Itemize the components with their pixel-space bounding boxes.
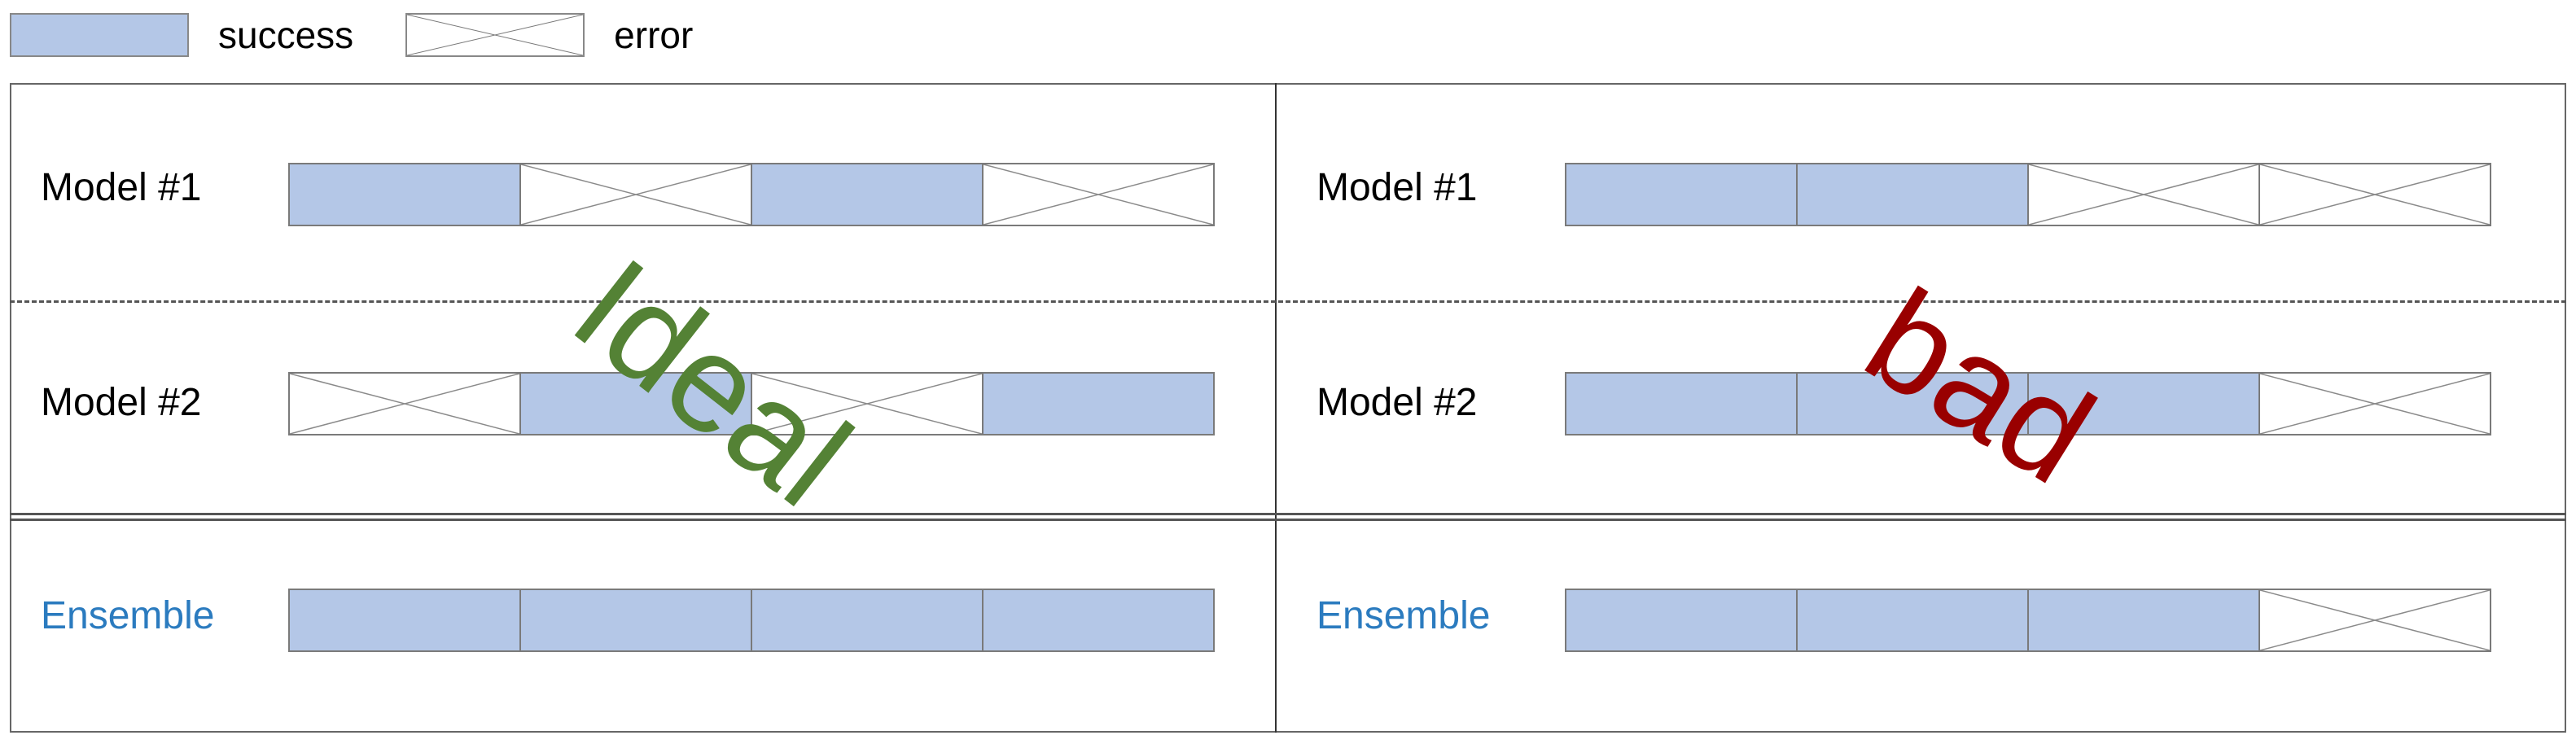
error-cross-icon (290, 374, 519, 434)
success-cell (982, 372, 1215, 435)
ensemble-divider (10, 513, 2566, 521)
error-cross-icon (2260, 164, 2490, 225)
error-cross-icon (2260, 590, 2490, 650)
left-model1-bar (288, 163, 1215, 226)
error-cross-icon (2029, 164, 2258, 225)
error-cross-icon (2260, 374, 2490, 434)
panel-divider (1275, 83, 1277, 733)
legend: success error (10, 11, 693, 59)
left-model2-label: Model #2 (41, 381, 202, 424)
success-cell (1796, 589, 2029, 652)
success-cell (1565, 163, 1798, 226)
legend-error-swatch (405, 13, 585, 57)
success-cell (1796, 372, 2029, 435)
error-cross-icon (752, 374, 982, 434)
success-cell (1565, 589, 1798, 652)
left-model2-bar (288, 372, 1215, 435)
error-cell (2258, 163, 2491, 226)
right-model2-label: Model #2 (1316, 381, 1478, 424)
model-row-divider (10, 300, 2566, 303)
left-model1-label: Model #1 (41, 166, 202, 209)
right-ensemble-label: Ensemble (1316, 594, 1491, 637)
success-cell (288, 163, 521, 226)
right-model1-bar (1565, 163, 2491, 226)
diagram-frame (10, 83, 2566, 733)
error-cell (519, 163, 752, 226)
error-cell (2027, 163, 2260, 226)
error-cell (982, 163, 1215, 226)
right-model2-bar (1565, 372, 2491, 435)
error-cell (2258, 589, 2491, 652)
success-cell (288, 589, 521, 652)
legend-error-label: error (614, 14, 694, 56)
success-cell (982, 589, 1215, 652)
legend-success-swatch (10, 13, 189, 57)
success-cell (519, 372, 752, 435)
error-cross-icon (521, 164, 751, 225)
error-cell (288, 372, 521, 435)
success-cell (751, 589, 984, 652)
success-cell (1796, 163, 2029, 226)
left-ensemble-label: Ensemble (41, 594, 215, 637)
success-cell (751, 163, 984, 226)
success-cell (519, 589, 752, 652)
right-model1-label: Model #1 (1316, 166, 1478, 209)
legend-success-label: success (218, 14, 354, 56)
success-cell (2027, 589, 2260, 652)
error-cross-icon (984, 164, 1213, 225)
left-ensemble-bar (288, 589, 1215, 652)
error-cell (751, 372, 984, 435)
error-cell (2258, 372, 2491, 435)
right-ensemble-bar (1565, 589, 2491, 652)
success-cell (1565, 372, 1798, 435)
